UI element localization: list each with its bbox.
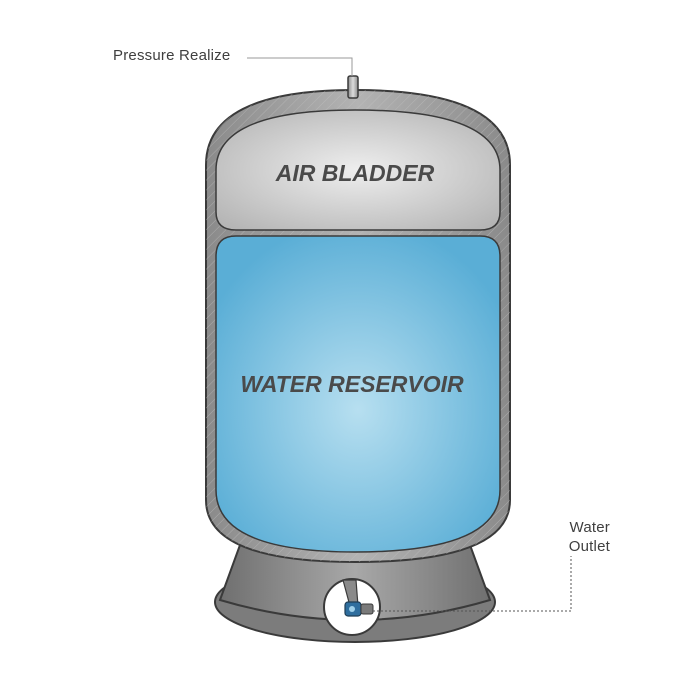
pressure-valve-stem — [347, 75, 359, 99]
water-reservoir-chamber: WATER RESERVOIR — [215, 235, 501, 553]
leader-lines — [247, 57, 572, 612]
water-outlet-label-line2: Outlet — [568, 538, 610, 555]
water-reservoir-label: WATER RESERVOIR — [240, 371, 464, 397]
air-bladder-label: AIR BLADDER — [275, 160, 435, 186]
air-bladder-chamber: AIR BLADDER — [215, 109, 501, 231]
pressure-release-label: Pressure Realize — [113, 47, 231, 64]
water-outlet-label-line1: Water — [569, 519, 610, 536]
water-outlet-assembly — [323, 578, 381, 636]
water-outlet-label: Water Outlet — [530, 518, 610, 556]
